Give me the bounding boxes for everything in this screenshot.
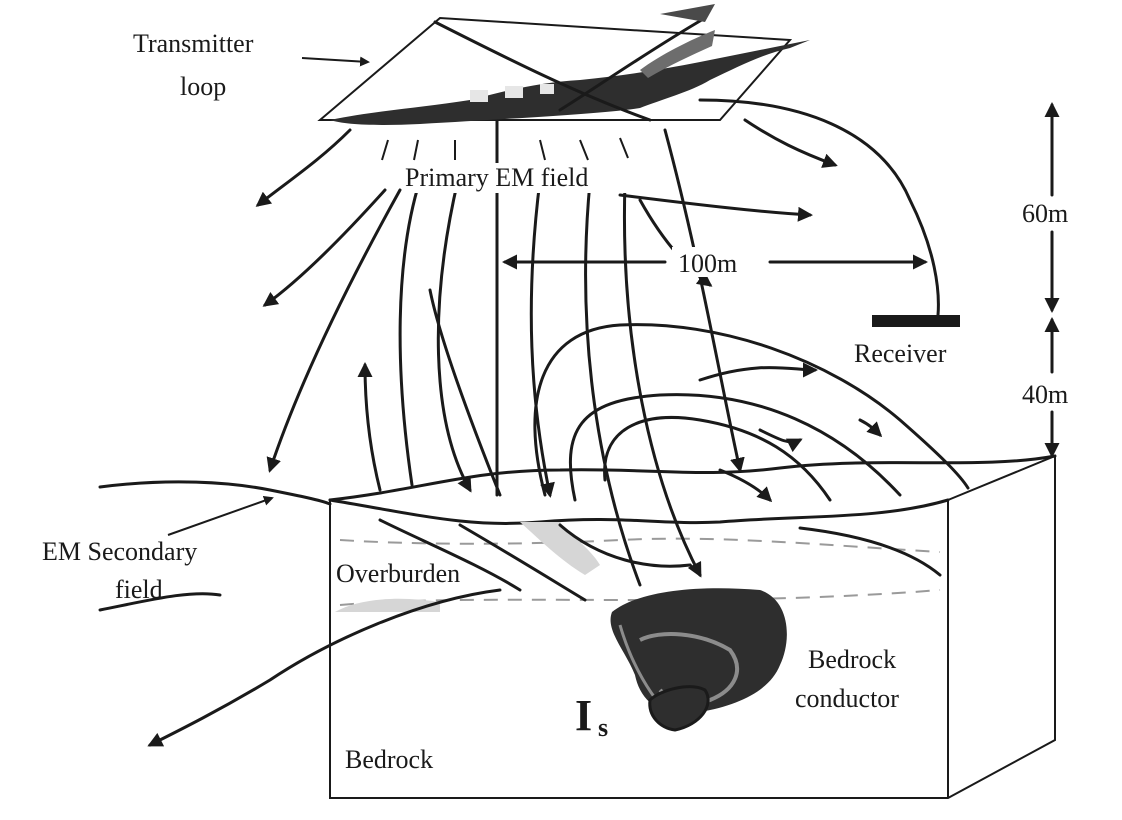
ground-block (328, 454, 1057, 799)
receiver-bird-icon (872, 315, 960, 327)
secondary-field-label-line2: field (115, 575, 163, 604)
helicopter-icon (330, 4, 810, 125)
secondary-field-lines (98, 323, 970, 747)
primary-label-bg (402, 163, 642, 193)
overburden-shade (520, 522, 600, 575)
current-symbol: I (575, 691, 592, 740)
current-symbol-subscript: s (598, 713, 608, 742)
overburden-label: Overburden (336, 559, 460, 588)
secondary-field-label-line1: EM Secondary (42, 537, 197, 566)
distance-label-bg (672, 247, 764, 277)
current-loop (648, 685, 710, 732)
conductor-label-line2: conductor (795, 684, 899, 713)
overburden-shade-left (335, 598, 440, 612)
transmitter-label-line2: loop (180, 72, 226, 101)
secondary-pointer (167, 495, 274, 536)
primary-field-lines (255, 98, 940, 587)
height-60m-label: 60m (1022, 199, 1068, 228)
transmitter-label-line1: Transmitter (133, 29, 254, 58)
height-40m-label: 40m (1022, 380, 1068, 409)
distance-100m-label: 100m (678, 249, 737, 278)
receiver-label: Receiver (854, 339, 947, 368)
transmitter-pointer (301, 56, 370, 67)
transmitter-loop (317, 16, 793, 121)
bedrock-label: Bedrock (345, 745, 433, 774)
bedrock-conductor (610, 588, 787, 732)
primary-field-label: Primary EM field (405, 163, 588, 192)
conductor-label-line1: Bedrock (808, 645, 896, 674)
